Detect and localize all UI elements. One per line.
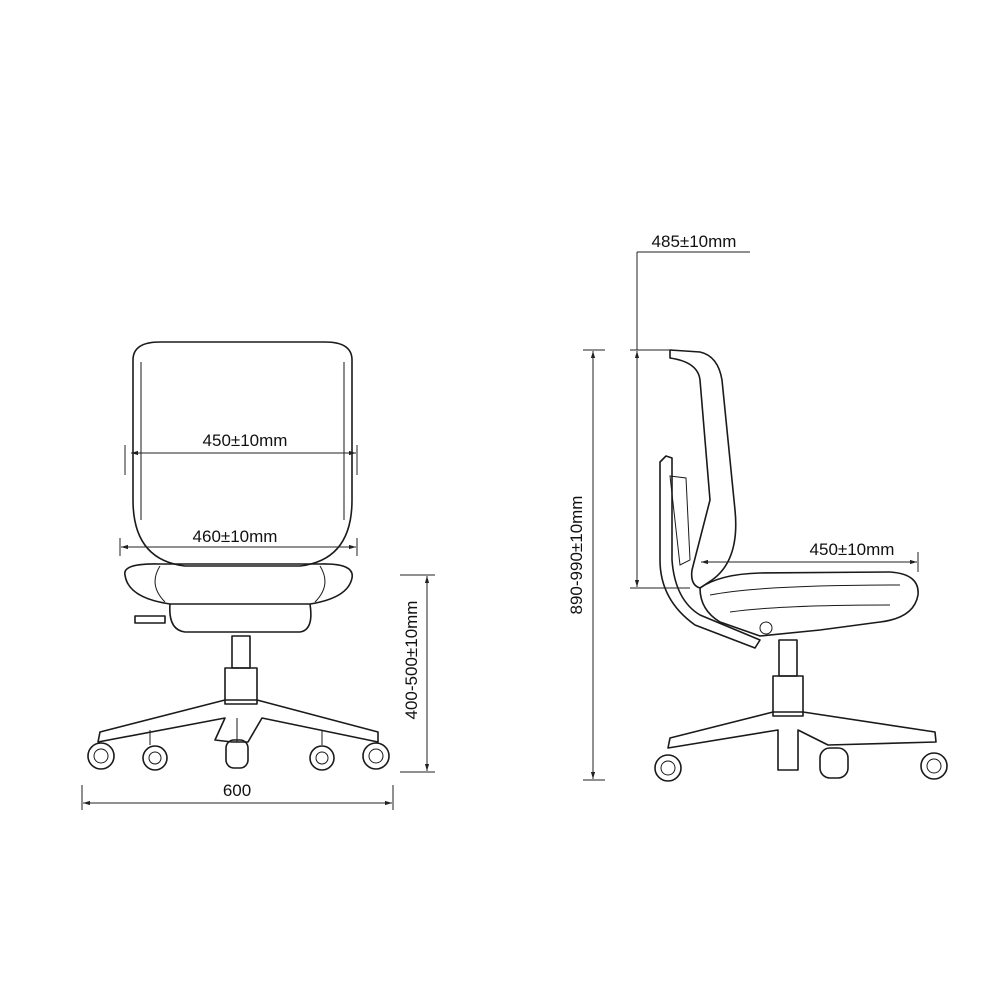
label-backrest-width: 450±10mm xyxy=(203,431,288,450)
front-backrest xyxy=(132,341,353,567)
side-view-chair xyxy=(654,349,948,782)
label-backrest-height: 485±10mm xyxy=(652,232,737,251)
dim-backrest-height: 485±10mm xyxy=(630,232,750,589)
side-wheels xyxy=(654,747,948,782)
side-seat xyxy=(699,571,919,637)
side-gas-lift xyxy=(778,639,798,677)
front-base xyxy=(97,699,379,743)
front-gas-lift xyxy=(231,635,251,669)
dim-base-width: 600 xyxy=(81,781,394,810)
front-seat xyxy=(124,563,353,605)
label-seat-depth: 450±10mm xyxy=(810,540,895,559)
label-overall-height: 890-990±10mm xyxy=(567,496,586,615)
dim-seat-width: 460±10mm xyxy=(119,527,358,556)
dim-seat-height: 400-500±10mm xyxy=(400,574,435,773)
front-wheels xyxy=(87,739,390,771)
side-backrest xyxy=(669,349,737,589)
dim-overall-height: 890-990±10mm xyxy=(567,349,605,781)
label-base-width: 600 xyxy=(223,781,251,800)
side-frame xyxy=(659,455,761,649)
label-seat-width: 460±10mm xyxy=(193,527,278,546)
label-seat-height: 400-500±10mm xyxy=(402,601,421,720)
front-view-chair xyxy=(87,341,390,771)
side-base xyxy=(667,711,937,771)
dim-backrest-width: 450±10mm xyxy=(124,431,358,475)
dim-seat-depth: 450±10mm xyxy=(701,540,919,572)
